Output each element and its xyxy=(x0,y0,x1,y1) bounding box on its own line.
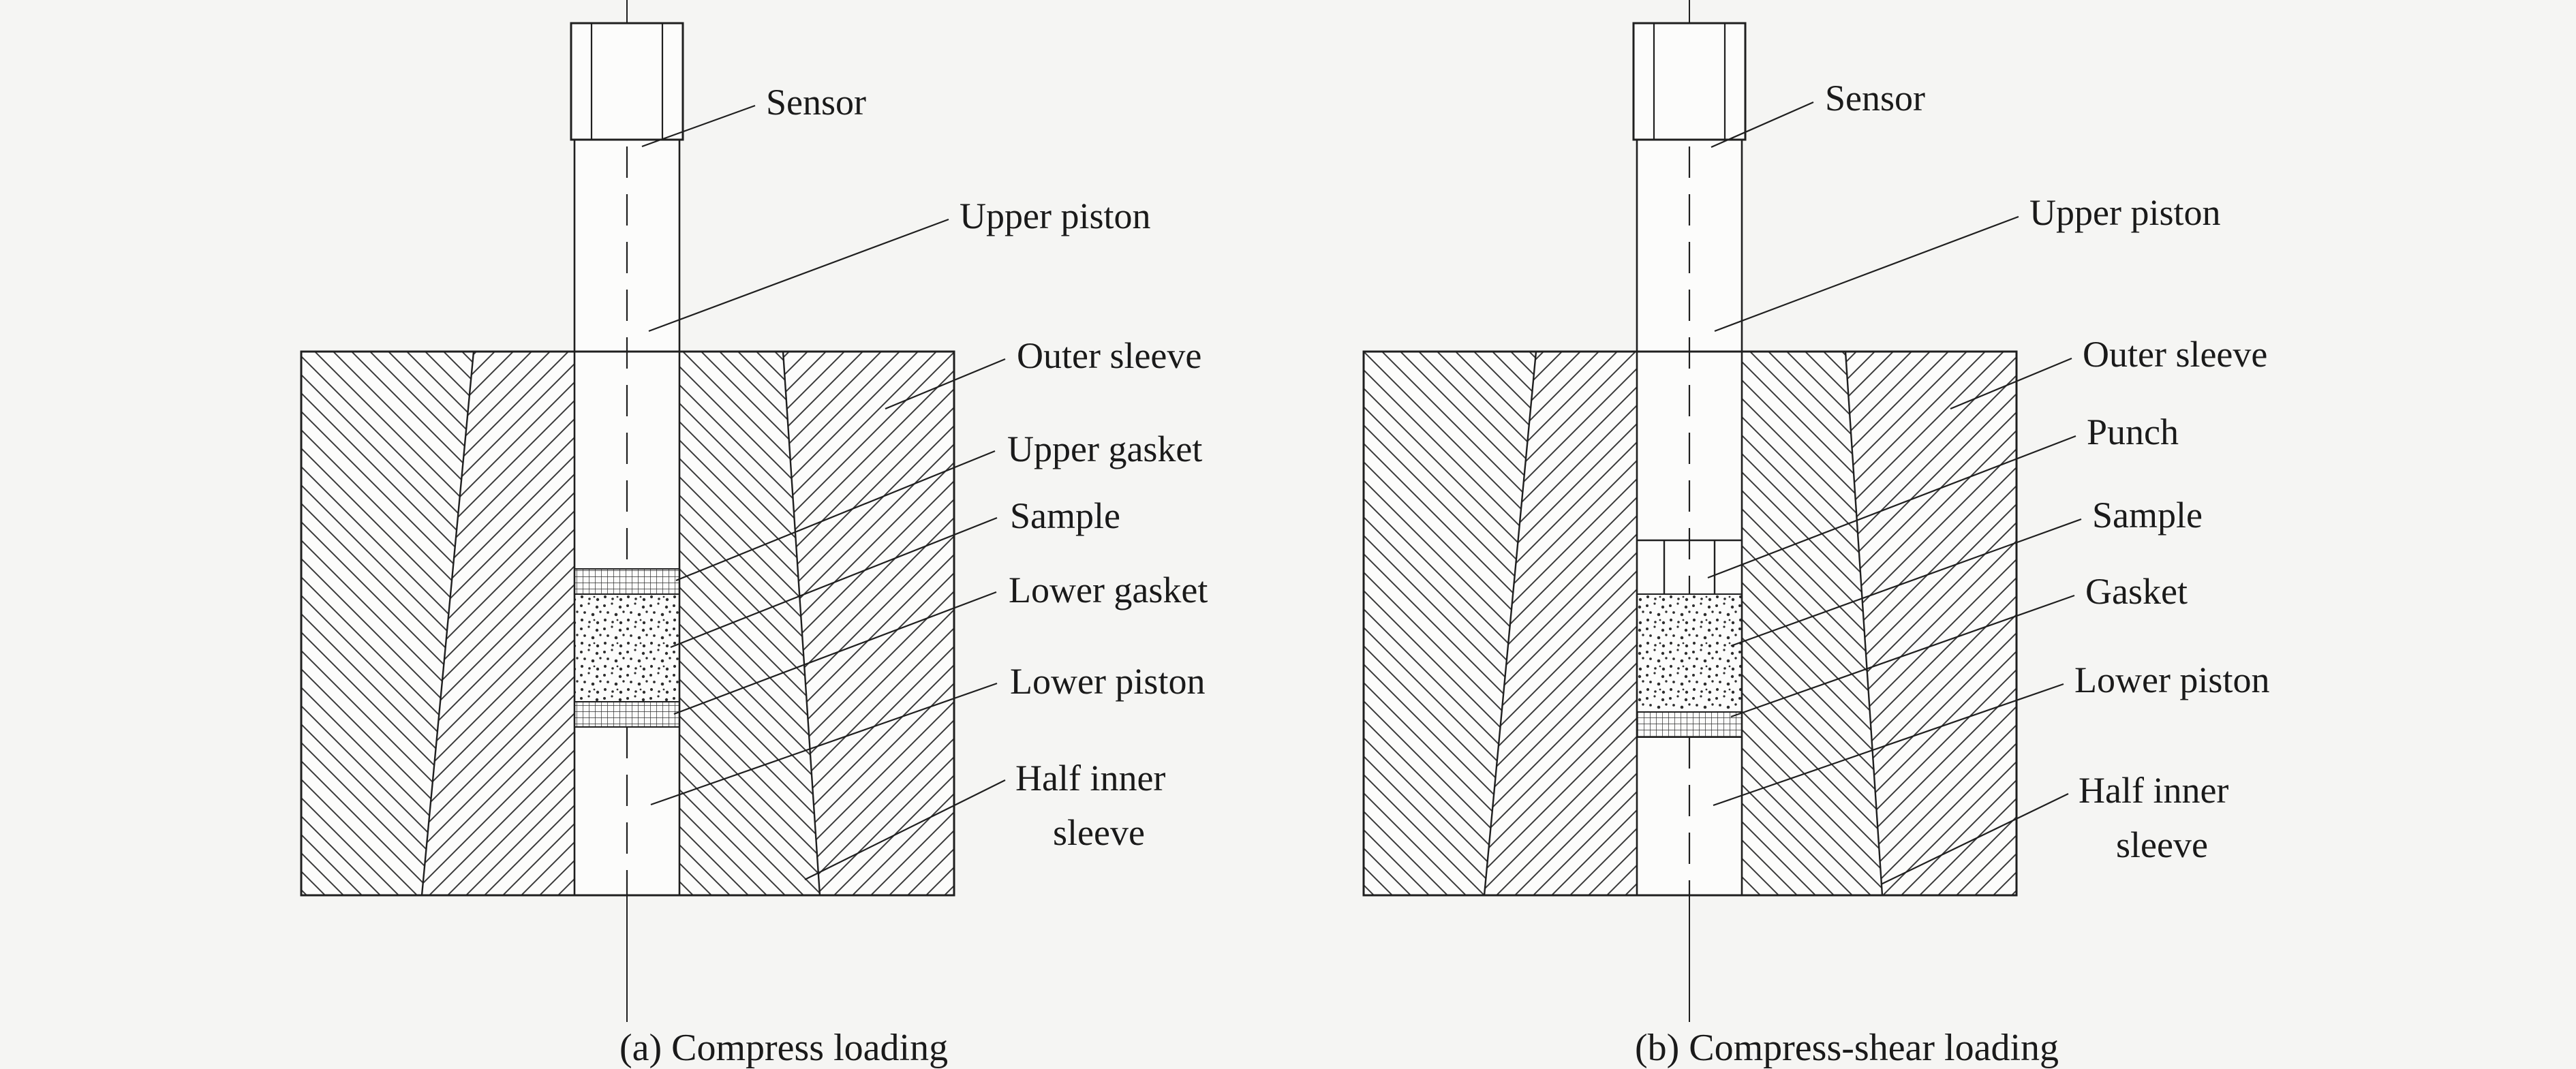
outer-sleeve-right-a xyxy=(783,352,954,895)
leader-outer-sleeve-a xyxy=(885,358,1006,410)
leader-upper-piston-a xyxy=(648,218,949,332)
leader-lower-piston-b xyxy=(1713,683,2064,807)
outer-sleeve-left-a xyxy=(301,352,474,895)
leader-lower-gasket-a xyxy=(673,591,997,715)
label-sensor-a: Sensor xyxy=(766,82,866,123)
caption-a: (a) Compress loading xyxy=(619,1027,948,1069)
label-half-inner-sleeve-line1-b: Half inner xyxy=(2079,770,2228,811)
label-upper-gasket-a: Upper gasket xyxy=(1007,429,1202,469)
leader-sample-b xyxy=(1730,518,2082,647)
leader-lower-piston-a xyxy=(650,682,998,806)
leader-sensor-a xyxy=(641,104,756,148)
cone-boundary-right-b xyxy=(1844,351,1884,896)
sample-shape-a xyxy=(574,593,680,702)
half-inner-sleeve-right-a xyxy=(679,352,820,895)
label-upper-piston-a: Upper piston xyxy=(960,196,1150,236)
leader-gasket-b xyxy=(1730,594,2075,718)
leader-sample-a xyxy=(670,516,998,649)
label-lower-piston-b: Lower piston xyxy=(2074,660,2269,700)
leader-upper-gasket-a xyxy=(675,450,996,582)
label-gasket-b: Gasket xyxy=(2085,571,2188,612)
leader-outer-sleeve-b xyxy=(1950,357,2072,410)
half-inner-sleeve-left-b xyxy=(1484,352,1637,895)
leader-sensor-b xyxy=(1711,101,1814,149)
leader-upper-piston-b xyxy=(1714,215,2019,332)
label-half-inner-sleeve-line1-a: Half inner xyxy=(1015,758,1165,799)
leader-punch-b xyxy=(1707,435,2076,579)
label-upper-piston-b: Upper piston xyxy=(2029,192,2220,233)
leader-half-inner-sleeve-a xyxy=(804,779,1006,880)
label-punch-b: Punch xyxy=(2087,412,2179,452)
outer-sleeve-right-b xyxy=(1845,352,2017,895)
label-outer-sleeve-a: Outer sleeve xyxy=(1017,335,1201,376)
gasket-shape-b xyxy=(1636,711,1743,738)
label-sample-b: Sample xyxy=(2092,495,2203,536)
label-lower-gasket-a: Lower gasket xyxy=(1009,570,1208,610)
label-sensor-b: Sensor xyxy=(1825,78,1925,119)
label-half-inner-sleeve-line2-b: sleeve xyxy=(2116,824,2208,865)
diagram-a: Sensor Upper piston Outer sleeve Upper g… xyxy=(300,0,1208,1069)
leader-half-inner-sleeve-b xyxy=(1880,793,2069,885)
upper-gasket-shape-a xyxy=(574,568,680,595)
cone-boundary-right-a xyxy=(782,351,821,896)
caption-b: (b) Compress-shear loading xyxy=(1635,1027,2059,1069)
lower-gasket-shape-a xyxy=(574,701,680,728)
sensor-shape-a xyxy=(570,22,684,141)
cone-boundary-left-a xyxy=(420,351,475,896)
label-sample-a: Sample xyxy=(1010,495,1120,536)
sample-shape-b xyxy=(1636,593,1743,713)
label-half-inner-sleeve-line2-a: sleeve xyxy=(1053,812,1145,853)
label-outer-sleeve-b: Outer sleeve xyxy=(2083,334,2267,375)
outer-sleeve-left-b xyxy=(1364,352,1536,895)
half-inner-sleeve-left-a xyxy=(422,352,574,895)
cone-boundary-left-b xyxy=(1483,351,1537,896)
label-lower-piston-a: Lower piston xyxy=(1010,661,1205,702)
diagram-b: Sensor Upper piston Outer sleeve Punch S… xyxy=(1362,0,2269,1069)
sensor-shape-b xyxy=(1632,22,1747,141)
